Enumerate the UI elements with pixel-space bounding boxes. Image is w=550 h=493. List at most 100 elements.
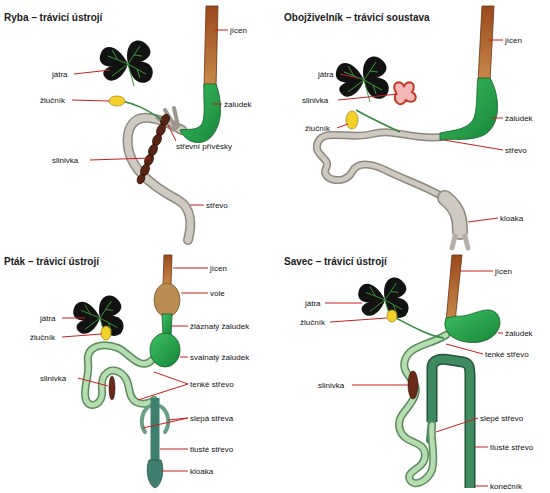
pancreas — [408, 371, 418, 399]
small-intestine — [85, 345, 154, 405]
part-label: kloaka — [190, 467, 213, 476]
bile-duct — [122, 101, 162, 120]
panel-title: Savec – trávicí ústrojí — [284, 256, 387, 267]
part-label: konečník — [490, 482, 522, 491]
liver — [358, 278, 408, 321]
stomach — [445, 310, 500, 343]
leader-line — [460, 271, 493, 272]
leader-line — [180, 357, 188, 358]
part-label: žaludek — [224, 100, 252, 109]
leader-line — [154, 372, 188, 384]
part-label: žlučník — [305, 124, 330, 133]
leader-line — [325, 303, 362, 304]
leader-line — [446, 344, 483, 354]
part-label: žaludek — [505, 329, 533, 338]
leader-line — [172, 326, 188, 327]
esophagus — [478, 6, 494, 82]
gizzard — [150, 333, 180, 367]
esophagus — [163, 255, 172, 285]
part-label: slinivka — [302, 96, 328, 105]
panel-title: Pták – trávicí ústrojí — [4, 256, 99, 267]
cloaca — [452, 236, 468, 248]
pancreas-lobe — [136, 173, 147, 185]
large-intestine — [432, 359, 470, 488]
part-label: játra — [318, 70, 334, 79]
large-intestine — [445, 198, 460, 232]
leader-line — [352, 385, 408, 386]
part-label: slinivka — [40, 374, 66, 383]
leader-lines — [62, 30, 503, 486]
panel-title: Obojživelník – trávicí soustava — [284, 12, 430, 23]
part-label: játra — [305, 299, 321, 308]
leader-line — [475, 447, 488, 448]
intestine — [128, 118, 191, 240]
part-label: vole — [210, 289, 225, 298]
bile-duct — [356, 110, 400, 132]
intestine — [317, 132, 445, 198]
part-label: tenké střevo — [190, 380, 234, 389]
gallbladder — [101, 326, 111, 340]
panel-title: Ryba – trávicí ústrojí — [4, 12, 102, 23]
leader-line — [190, 205, 204, 206]
part-label: jícen — [505, 36, 522, 45]
part-label: jícen — [495, 267, 512, 276]
leader-line — [444, 140, 503, 150]
intestine — [128, 118, 191, 240]
leader-line — [74, 70, 110, 74]
large-intestine — [151, 398, 160, 460]
leader-line — [168, 125, 176, 141]
leader-line — [436, 418, 478, 432]
leader-line — [143, 418, 188, 428]
part-label: slepá střeva — [190, 414, 233, 423]
leader-line — [492, 118, 503, 119]
leader-line — [214, 30, 228, 31]
small-intestine — [85, 345, 154, 405]
pancreas — [394, 82, 416, 104]
liver — [336, 56, 389, 102]
part-label: žláznatý žaludek — [190, 322, 249, 331]
leader-line — [340, 74, 358, 78]
part-label: žlučník — [300, 318, 325, 327]
part-label: žlučník — [30, 333, 55, 342]
part-label: játra — [40, 314, 56, 323]
intestine — [317, 132, 445, 198]
leader-line — [181, 293, 208, 294]
part-label: jícen — [210, 264, 227, 273]
mammal-digestive-tract — [358, 255, 500, 488]
part-label: tenké střevo — [485, 350, 529, 359]
part-label: tlusté střevo — [490, 443, 533, 452]
leader-line — [468, 218, 498, 222]
small-intestine — [399, 335, 446, 483]
part-label: jícen — [230, 26, 247, 35]
stomach — [180, 84, 221, 143]
part-label: tlusté střevo — [190, 445, 233, 454]
esophagus — [446, 255, 462, 322]
leader-line — [498, 333, 503, 334]
part-label: svalnatý žaludek — [190, 353, 249, 362]
part-label: slepé střevo — [480, 414, 523, 423]
leader-line — [488, 40, 503, 41]
leader-line — [72, 100, 109, 101]
leader-line — [78, 378, 108, 386]
part-label: žlučník — [40, 96, 65, 105]
part-label: slinivka — [318, 381, 344, 390]
leader-line — [62, 334, 102, 337]
leader-line — [90, 158, 150, 160]
bird-digestive-tract — [73, 255, 180, 488]
amphibian-digestive-tract — [317, 6, 498, 248]
stomach — [440, 78, 498, 140]
gallbladder — [109, 96, 125, 106]
leader-line — [337, 124, 348, 128]
leader-line — [138, 384, 188, 400]
gallbladder — [387, 310, 397, 322]
large-intestine — [432, 359, 470, 488]
part-label: střevní přívěsky — [176, 142, 232, 151]
leader-line — [62, 318, 85, 319]
part-label: slinivka — [52, 156, 78, 165]
esophagus — [204, 6, 218, 88]
leader-line — [173, 268, 208, 269]
part-label: střevo — [505, 146, 527, 155]
small-intestine — [399, 335, 446, 483]
pancreas — [109, 376, 115, 400]
part-label: střevo — [206, 201, 228, 210]
